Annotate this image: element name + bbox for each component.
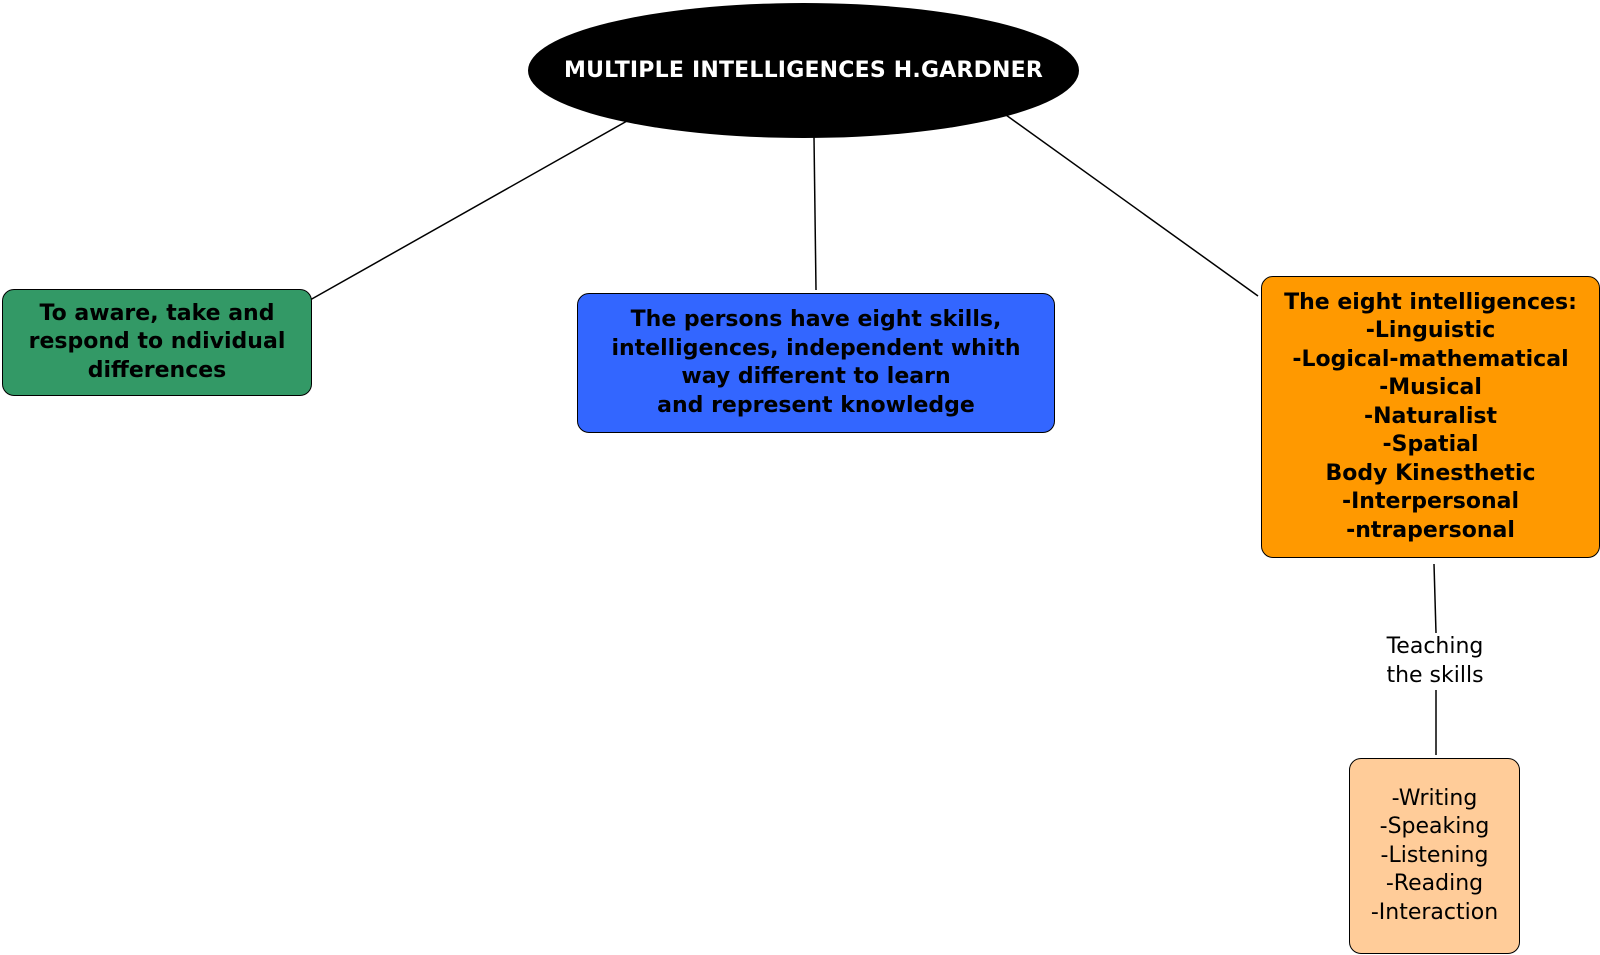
text-line: respond to ndividual [28,329,286,355]
text-line: -Writing [1391,785,1478,811]
connector-root-left [309,120,628,301]
text-line: -Speaking [1379,814,1490,840]
text-line: The eight intelligences: [1284,289,1577,315]
text-line: the skills [1386,662,1484,688]
text-line: way different to learn [681,364,951,389]
text-line: -Interpersonal [1341,489,1520,515]
text-line: differences [87,357,227,383]
node-text: The eight intelligences: -Linguistic -Lo… [1284,289,1577,546]
connector-root-right [1005,114,1259,297]
text-line: -ntrapersonal [1346,517,1515,543]
text-line: -Linguistic [1365,318,1496,344]
node-text: To aware, take and respond to ndividual … [29,300,286,386]
text-line: -Listening [1380,842,1489,868]
text-line: To aware, take and [39,300,275,326]
root-node-multiple-intelligences: MULTIPLE INTELLIGENCES H.GARDNER [528,3,1079,138]
text-line: Body Kinesthetic [1325,460,1536,486]
text-line: -Interaction [1370,899,1499,925]
node-eight-intelligences: The eight intelligences: -Linguistic -Lo… [1261,276,1600,558]
node-text: -Writing -Speaking -Listening -Reading -… [1371,785,1498,928]
text-line: Teaching [1386,634,1484,659]
connector-root-center [813,136,817,291]
node-language-skills: -Writing -Speaking -Listening -Reading -… [1349,758,1520,954]
link-label-teaching-skills: Teaching the skills [1340,633,1530,690]
text-line: The persons have eight skills, [630,307,1002,332]
node-text: The persons have eight skills, intellige… [611,306,1020,420]
node-individual-differences: To aware, take and respond to ndividual … [2,289,312,396]
text-line: and represent knowledge [657,392,975,418]
text-line: -Musical [1379,375,1482,401]
text-line: intelligences, independent whith [611,335,1021,361]
text-line: -Reading [1385,871,1484,897]
node-eight-skills: The persons have eight skills, intellige… [577,293,1055,433]
text-line: -Naturalist [1364,403,1497,429]
text-line: -Logical-mathematical [1292,346,1569,372]
text-line: -Spatial [1382,432,1479,458]
connector-right-label [1433,563,1437,634]
